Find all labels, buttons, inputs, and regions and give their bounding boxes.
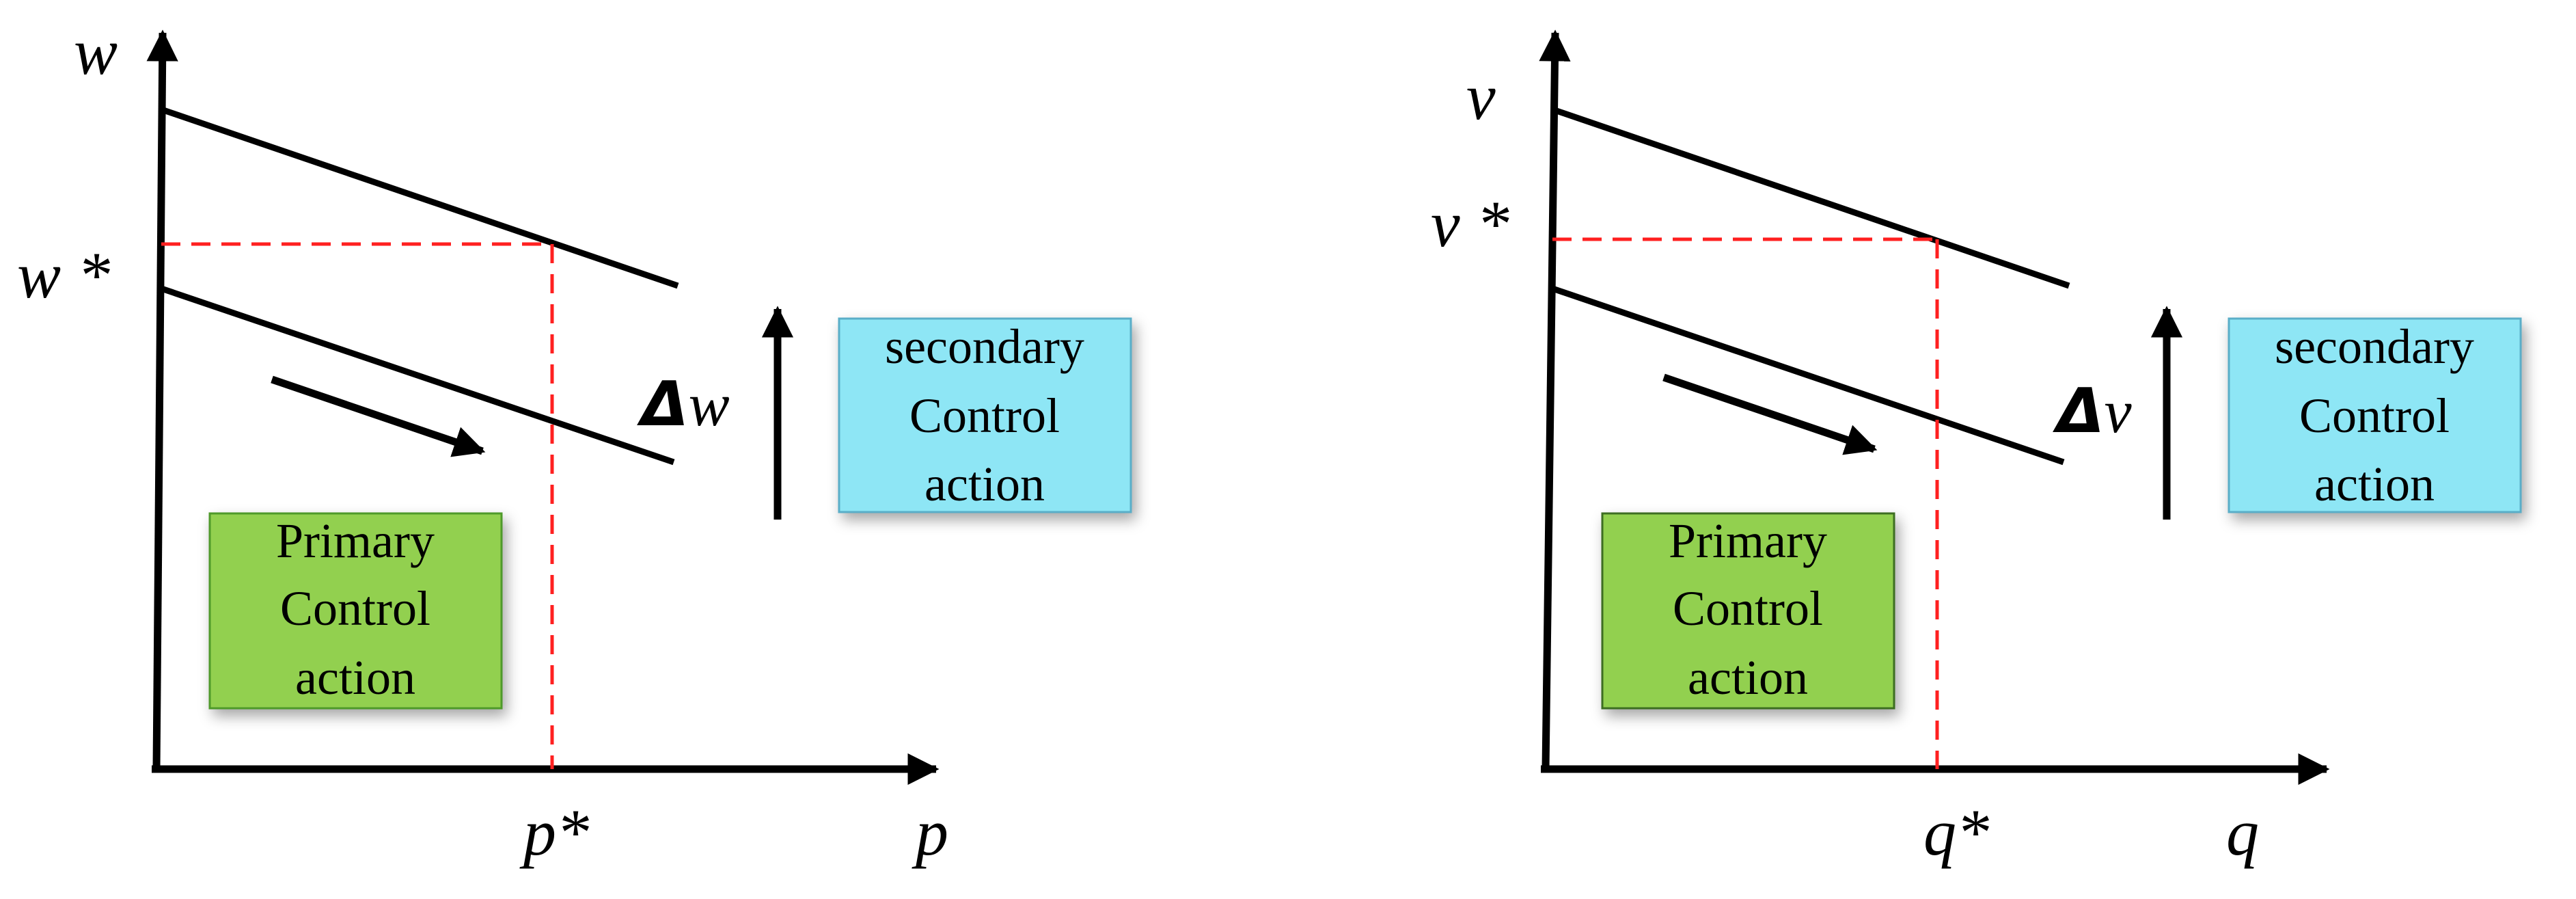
droop-line-lower: [160, 285, 675, 466]
panel-left: w w * p* p Δw secondary Control action P…: [17, 15, 1132, 869]
primary-box-line-2: Control: [280, 581, 430, 636]
y-axis: [146, 29, 178, 770]
y-star-label: v *: [1431, 187, 1509, 260]
droop-line-lower: [1551, 285, 2065, 466]
panel-right: v v * q* q Δv secondary Control action P…: [1431, 29, 2522, 869]
primary-box-bg: [208, 512, 503, 710]
primary-box-line-2: Control: [1673, 581, 1823, 636]
secondary-box-line-1: secondary: [2275, 319, 2474, 374]
delta-symbol: Δ: [2053, 375, 2105, 447]
secondary-box-line-2: Control: [909, 388, 1060, 443]
delta-label: Δw: [637, 368, 730, 440]
x-star-label: p*: [519, 796, 589, 869]
primary-control-box: Primary Control action: [1601, 512, 1895, 710]
primary-action-arrow: [271, 375, 486, 457]
delta-symbol: Δ: [637, 368, 689, 440]
primary-box-bg: [1601, 512, 1895, 710]
delta-variable: v: [2105, 378, 2132, 446]
primary-box-line-1: Primary: [276, 513, 435, 568]
secondary-control-box: secondary Control action: [838, 317, 1132, 513]
primary-box-line-1: Primary: [1669, 513, 1827, 568]
x-star-label: q*: [1923, 796, 1989, 869]
y-axis-label: v: [1466, 60, 1496, 133]
secondary-control-box: secondary Control action: [2228, 317, 2522, 513]
delta-label: Δv: [2053, 375, 2132, 447]
secondary-box-line-2: Control: [2299, 388, 2450, 443]
y-axis-label: w: [74, 15, 118, 88]
primary-box-line-3: action: [295, 650, 415, 705]
secondary-box-line-3: action: [924, 457, 1045, 511]
secondary-box-line-1: secondary: [885, 319, 1084, 374]
primary-action-arrow: [1662, 373, 1878, 455]
secondary-box-line-3: action: [2314, 457, 2435, 511]
x-axis-label: p: [912, 796, 948, 869]
y-star-label: w *: [17, 239, 110, 312]
droop-line-upper: [160, 106, 679, 289]
delta-variable: w: [689, 371, 730, 439]
x-axis-label: q: [2226, 796, 2259, 869]
primary-control-box: Primary Control action: [208, 512, 503, 710]
primary-box-line-3: action: [1688, 650, 1808, 705]
secondary-box-bg: [2228, 317, 2522, 513]
y-axis: [1539, 29, 1571, 770]
droop-line-upper: [1551, 106, 2070, 289]
secondary-box-bg: [838, 317, 1132, 513]
